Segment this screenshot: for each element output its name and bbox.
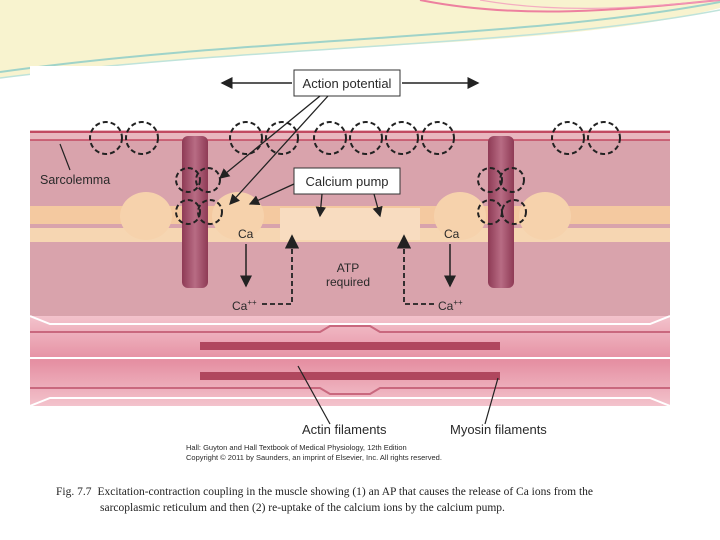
header-swoosh-decoration: [0, 0, 720, 79]
ca-plus-label-right: Ca++: [438, 298, 463, 313]
calcium-pump-label: Calcium pump: [305, 174, 388, 189]
actin-filaments-label: Actin filaments: [302, 422, 387, 437]
credit-line-1: Hall: Guyton and Hall Textbook of Medica…: [186, 443, 407, 452]
ca-label-right: Ca: [444, 227, 460, 241]
myosin-filament-upper: [200, 342, 500, 350]
credit-line-2: Copyright © 2011 by Saunders, an imprint…: [186, 453, 442, 462]
ca-plus-label-left: Ca++: [232, 298, 257, 313]
action-potential-box: [293, 69, 401, 97]
atp-required-label: required: [326, 275, 370, 289]
caption-line-1: Excitation-contraction coupling in the m…: [97, 486, 594, 498]
atp-label: ATP: [337, 261, 359, 275]
myosin-filaments-label: Myosin filaments: [450, 422, 547, 437]
caption-line-2: sarcoplasmic reticulum and then (2) re-u…: [100, 502, 505, 514]
excitation-contraction-diagram: Action potential Calcium pump Sarcolemma…: [30, 66, 670, 464]
action-potential-loops: [89, 121, 621, 225]
t-tubule-left: [182, 136, 208, 288]
reuptake-path-right: [396, 234, 434, 305]
caption-figure-number: Fig. 7.7: [56, 486, 92, 498]
myofibrils: [30, 315, 670, 407]
figure-caption: Fig. 7.7 Excitation-contraction coupling …: [56, 484, 676, 516]
calcium-pump-box: [293, 167, 401, 195]
reuptake-path-left: [262, 234, 300, 305]
ca-label-left: Ca: [238, 227, 254, 241]
myosin-filament-lower: [200, 372, 500, 380]
sarcolemma-label: Sarcolemma: [40, 173, 110, 187]
action-potential-label: Action potential: [303, 76, 392, 91]
